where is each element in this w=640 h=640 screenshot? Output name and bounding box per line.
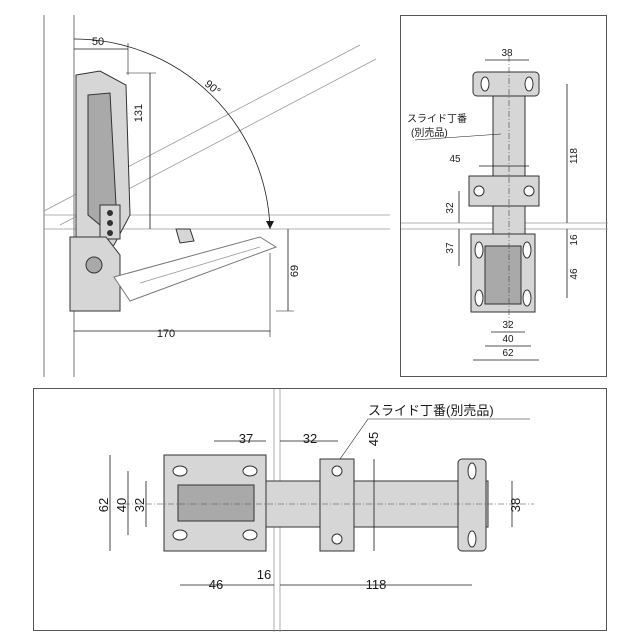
dim-170-label: 170	[157, 328, 175, 340]
mid-hole-right	[523, 185, 535, 197]
dim-angle-label: 90°	[202, 78, 222, 98]
top-view-panel: スライド丁番(別売品) 37 32 45 62 40 32 38 46 16 1…	[33, 388, 607, 632]
top-mid-hole-bottom	[331, 533, 343, 545]
top-mid-hole-top	[331, 465, 343, 477]
arm-inner-line	[139, 246, 261, 284]
dim-131-label: 131	[133, 104, 145, 122]
top-slot-left	[480, 76, 490, 92]
top-right-plate	[457, 458, 487, 552]
angle-arrow	[266, 221, 274, 229]
top-callout-leader	[339, 418, 369, 460]
front-callout-line2: (別売品)	[411, 126, 448, 139]
top-mount-plate	[472, 71, 540, 97]
top-right-slot-top	[467, 462, 477, 480]
top-dim-37-label: 37	[239, 431, 253, 446]
dim-37-label: 37	[445, 242, 456, 254]
hinge-rivet-2	[107, 220, 113, 226]
dim-62h-label: 62	[502, 348, 514, 359]
dim-69-label: 69	[289, 265, 301, 277]
front-callout-leader	[414, 133, 502, 141]
front-callout-line1: スライド丁番	[407, 113, 467, 125]
dim-50-label: 50	[92, 36, 104, 48]
top-hinge-slot-lr	[242, 529, 258, 541]
hinge-unit-inner	[484, 245, 522, 305]
dim-118-label: 118	[569, 148, 580, 164]
dim-46v-label: 46	[569, 268, 580, 280]
dim-16-label: 16	[569, 234, 580, 246]
front-view-panel: 38 スライド丁番 (別売品) 45 118 32 37 16 46 32 40…	[400, 15, 608, 377]
hinge-rivet-1	[107, 210, 113, 216]
dim-45-label: 45	[449, 154, 461, 165]
top-dim-46-label: 46	[209, 577, 223, 592]
hinge-slot-ul	[474, 241, 484, 259]
top-right-slot-bottom	[467, 530, 477, 548]
top-callout-label: スライド丁番(別売品)	[368, 403, 494, 418]
hinge-slot-ll	[474, 289, 484, 307]
top-hinge-slot-ll	[172, 529, 188, 541]
top-dim-32-label: 32	[303, 431, 317, 446]
hinge-slot-lr	[522, 289, 532, 307]
top-dim-16-label: 16	[257, 567, 271, 582]
top-dim-32v-label: 32	[132, 498, 147, 512]
dim-38-label: 38	[501, 48, 513, 59]
side-view-panel: 50 131 90° 69 170	[30, 15, 390, 377]
top-slot-right	[524, 76, 534, 92]
angle-arc	[73, 38, 271, 230]
top-dim-38-label: 38	[508, 498, 523, 512]
hinge-base-mount	[69, 236, 121, 312]
dim-40h-label: 40	[502, 334, 514, 345]
top-hinge-slot-ur	[242, 465, 258, 477]
hinge-pivot	[85, 256, 103, 274]
mid-hole-left	[473, 185, 485, 197]
arm-clip	[175, 228, 195, 244]
lid-support-arm	[113, 236, 278, 302]
top-dim-40-label: 40	[114, 498, 129, 512]
top-dim-62-label: 62	[96, 498, 111, 512]
hinge-rivet-3	[107, 230, 113, 236]
top-dim-118-label: 118	[366, 577, 387, 592]
dim-32v-label: 32	[445, 202, 456, 214]
front-view-drawing: 38 スライド丁番 (別売品) 45 118 32 37 16 46 32 40…	[401, 48, 608, 361]
top-hinge-inner	[177, 484, 255, 522]
top-dim-45-label: 45	[366, 432, 381, 446]
dim-32h-label: 32	[502, 320, 514, 331]
top-hinge-slot-ul	[172, 465, 188, 477]
side-view-drawing: 50 131 90° 69 170	[43, 15, 390, 377]
hinge-slot-ur	[522, 241, 532, 259]
top-view-drawing: スライド丁番(別売品) 37 32 45 62 40 32 38 46 16 1…	[96, 389, 534, 632]
